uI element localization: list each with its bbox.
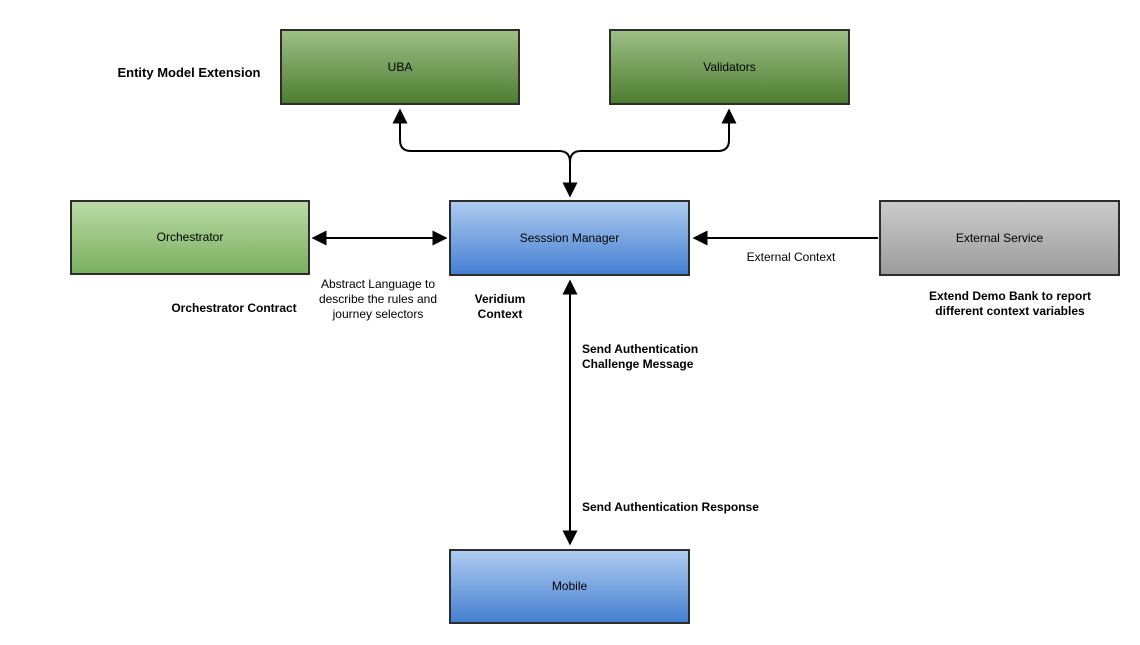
node-external-service: External Service <box>879 200 1120 276</box>
label-send-auth-challenge: Send Authentication Challenge Message <box>582 342 699 371</box>
node-validators-label: Validators <box>703 59 756 74</box>
node-session-manager-label: Sesssion Manager <box>519 230 620 245</box>
label-abstract-language: Abstract Language to describe the rules … <box>318 277 438 321</box>
label-send-auth-response: Send Authentication Response <box>582 500 759 514</box>
label-extend-demo-bank: Extend Demo Bank to report different con… <box>928 289 1092 318</box>
node-mobile: Mobile <box>449 549 690 624</box>
node-orchestrator: Orchestrator <box>70 200 310 275</box>
node-validators: Validators <box>609 29 850 105</box>
node-mobile-label: Mobile <box>551 579 588 593</box>
label-orchestrator-contract: Orchestrator Contract <box>171 301 297 315</box>
label-external-context: External Context <box>746 250 836 264</box>
node-session-manager: Sesssion Manager <box>449 200 690 276</box>
edge-session-to-validators <box>569 108 737 163</box>
node-uba: UBA <box>280 29 520 105</box>
label-entity-model-extension: Entity Model Extension <box>117 65 261 80</box>
node-orchestrator-label: Orchestrator <box>156 230 224 244</box>
label-veridium-context: Veridium Context <box>474 292 526 321</box>
node-uba-label: UBA <box>387 59 413 74</box>
node-external-service-label: External Service <box>955 230 1044 245</box>
edge-session-to-uba <box>392 108 571 163</box>
